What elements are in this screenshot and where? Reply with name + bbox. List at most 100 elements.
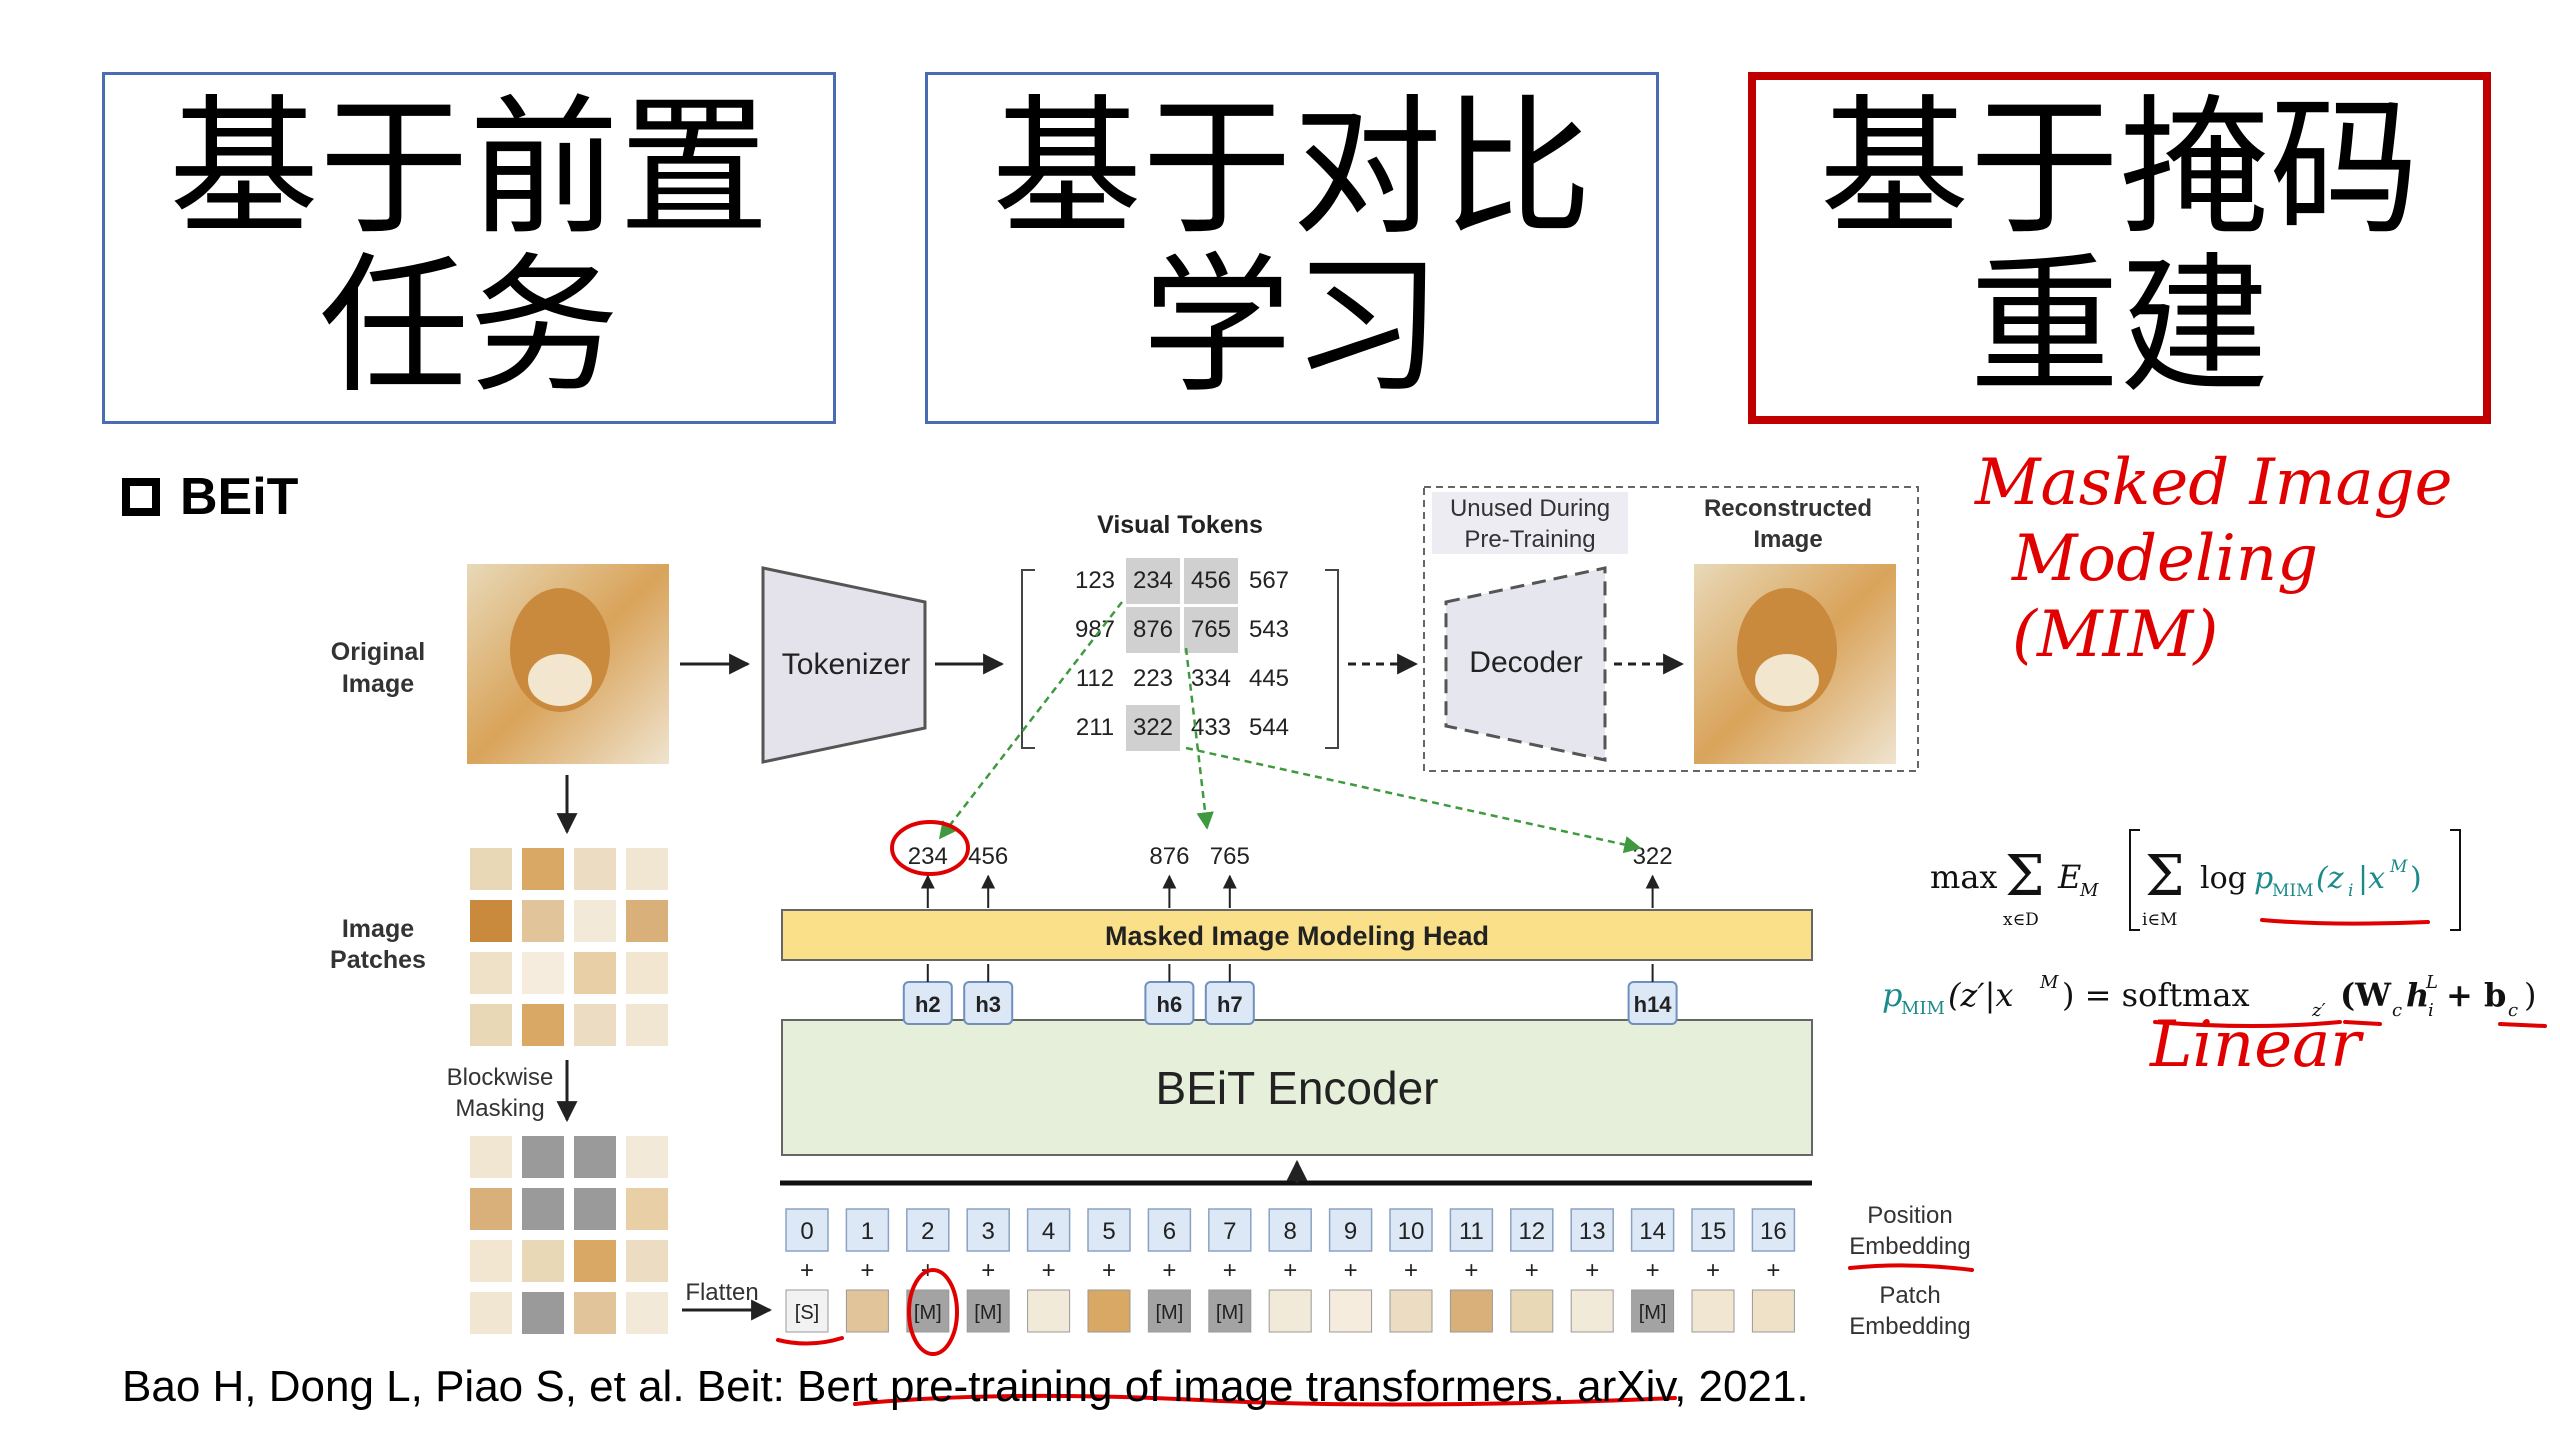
plus-row: +++++++++++++++++ — [800, 1257, 1780, 1284]
formula-sum-sub: x∈D — [2003, 910, 2039, 930]
position-index: 14 — [1639, 1218, 1666, 1245]
position-index: 8 — [1284, 1218, 1297, 1245]
green-arrow-322 — [1185, 746, 1642, 854]
red-underline-softmax — [2153, 1020, 2342, 1028]
image-patch — [574, 848, 616, 890]
annotation-mim: Modeling — [2011, 522, 2318, 596]
section-title: BEiT — [122, 462, 298, 532]
predicted-token: 234 — [908, 843, 948, 870]
mask-token — [1208, 1289, 1252, 1333]
token-cell-highlight — [1126, 607, 1180, 653]
formula-bracket-right — [2450, 829, 2461, 931]
annotation-linear: Linear — [2149, 1008, 2364, 1082]
image-patch — [470, 900, 512, 942]
patch-embedding-label: Patch — [1879, 1282, 1940, 1309]
position-index: 12 — [1518, 1218, 1545, 1245]
image-patch — [626, 1240, 668, 1282]
image-patch — [522, 848, 564, 890]
position-index: 0 — [800, 1218, 813, 1245]
image-patch — [470, 848, 512, 890]
position-cell — [906, 1208, 950, 1252]
formula-sum-symbol: Σ — [2005, 844, 2045, 909]
token-bracket-right — [1325, 569, 1339, 749]
formula-bracket-left — [2129, 829, 2140, 931]
plus-sign: + — [1706, 1257, 1720, 1284]
doge-muzzle-shape — [528, 654, 592, 706]
topic-box-masked-reconstruction: 基于掩码 重建 — [1748, 72, 2491, 424]
position-cell — [1268, 1208, 1312, 1252]
formula-zi-sub: i — [2348, 881, 2353, 901]
mask-token-label: [M] — [974, 1302, 1002, 1324]
red-circle-m-token — [907, 1268, 959, 1356]
mask-token — [1631, 1289, 1675, 1333]
position-index: 16 — [1760, 1218, 1787, 1245]
position-cell — [1147, 1208, 1192, 1252]
formula-w: (W — [2340, 976, 2392, 1014]
topic-box-text: 基于前置 任务 — [168, 82, 769, 414]
position-cell — [1691, 1208, 1735, 1252]
masked-patch — [574, 1188, 616, 1230]
visual-tokens-title: Visual Tokens — [1097, 511, 1263, 539]
special-token — [785, 1289, 829, 1333]
handwritten-text: Masked Image Modeling (MIM) Linear — [1974, 446, 2452, 1082]
position-index: 13 — [1579, 1218, 1606, 1245]
position-cell — [1328, 1208, 1373, 1252]
annotation-mim: (MIM) — [2012, 598, 2218, 672]
mim-head-label: Masked Image Modeling Head — [1105, 921, 1489, 951]
position-embedding-label: Position — [1867, 1202, 1952, 1229]
topic-box-contrastive: 基于对比 学习 — [925, 72, 1659, 424]
image-patch — [626, 1004, 668, 1046]
image-patch — [470, 952, 512, 994]
token-value: 567 — [1249, 567, 1289, 594]
mask-token-label: [M] — [1156, 1302, 1184, 1324]
token-cell-highlight — [1184, 607, 1238, 653]
patch-token — [1510, 1289, 1554, 1333]
position-cell — [845, 1208, 890, 1252]
plus-sign: + — [1585, 1257, 1599, 1284]
image-patch — [626, 1136, 668, 1178]
decoder-shape — [1444, 566, 1607, 762]
flatten-label: Flatten — [685, 1279, 758, 1306]
masked-patch — [522, 1292, 564, 1334]
formula-p-sub: MIM — [2272, 881, 2314, 901]
formula-e: E — [2057, 858, 2081, 896]
position-index: 9 — [1344, 1218, 1357, 1245]
patch-token — [1389, 1289, 1433, 1333]
mask-token — [906, 1289, 950, 1333]
image-patch — [470, 1188, 512, 1230]
formula-p: p — [2254, 861, 2273, 896]
mask-token-label: [M] — [1216, 1302, 1244, 1324]
formula-e-sub: M — [2079, 880, 2099, 901]
image-patch — [626, 900, 668, 942]
formula-arg: (z′|x — [1948, 976, 2013, 1014]
patch-token — [845, 1289, 889, 1333]
predicted-token: 876 — [1149, 843, 1189, 870]
hidden-state-label: h3 — [975, 992, 1001, 1017]
predicted-token: 456 — [968, 843, 1008, 870]
formula-sum-symbol: Σ — [2145, 844, 2185, 909]
image-patch — [626, 1292, 668, 1334]
bullet-square-icon — [122, 478, 160, 516]
image-patch — [626, 1188, 668, 1230]
plus-sign: + — [800, 1257, 814, 1284]
plus-sign: + — [860, 1257, 874, 1284]
hidden-state-label: h2 — [915, 992, 941, 1017]
decoder-label: Decoder — [1469, 646, 1582, 679]
plus-sign: + — [1464, 1257, 1478, 1284]
mask-token — [966, 1289, 1010, 1333]
topic-box-text: 基于掩码 重建 — [1819, 82, 2420, 414]
token-value: 322 — [1133, 714, 1173, 741]
tokenizer-label: Tokenizer — [782, 648, 910, 681]
image-patch — [470, 1004, 512, 1046]
image-patch — [574, 1292, 616, 1334]
tokenizer-shape — [761, 566, 927, 764]
red-underline-b — [2498, 1022, 2547, 1028]
pmim-formula: p MIM (z′|x M ) = softmax z′ (W c h L i … — [1882, 972, 2536, 1021]
masked-patch — [574, 1136, 616, 1178]
position-cell — [1026, 1208, 1071, 1252]
mask-token-label: [M] — [914, 1302, 942, 1324]
masked-patch — [522, 1136, 564, 1178]
position-cell — [785, 1208, 829, 1252]
